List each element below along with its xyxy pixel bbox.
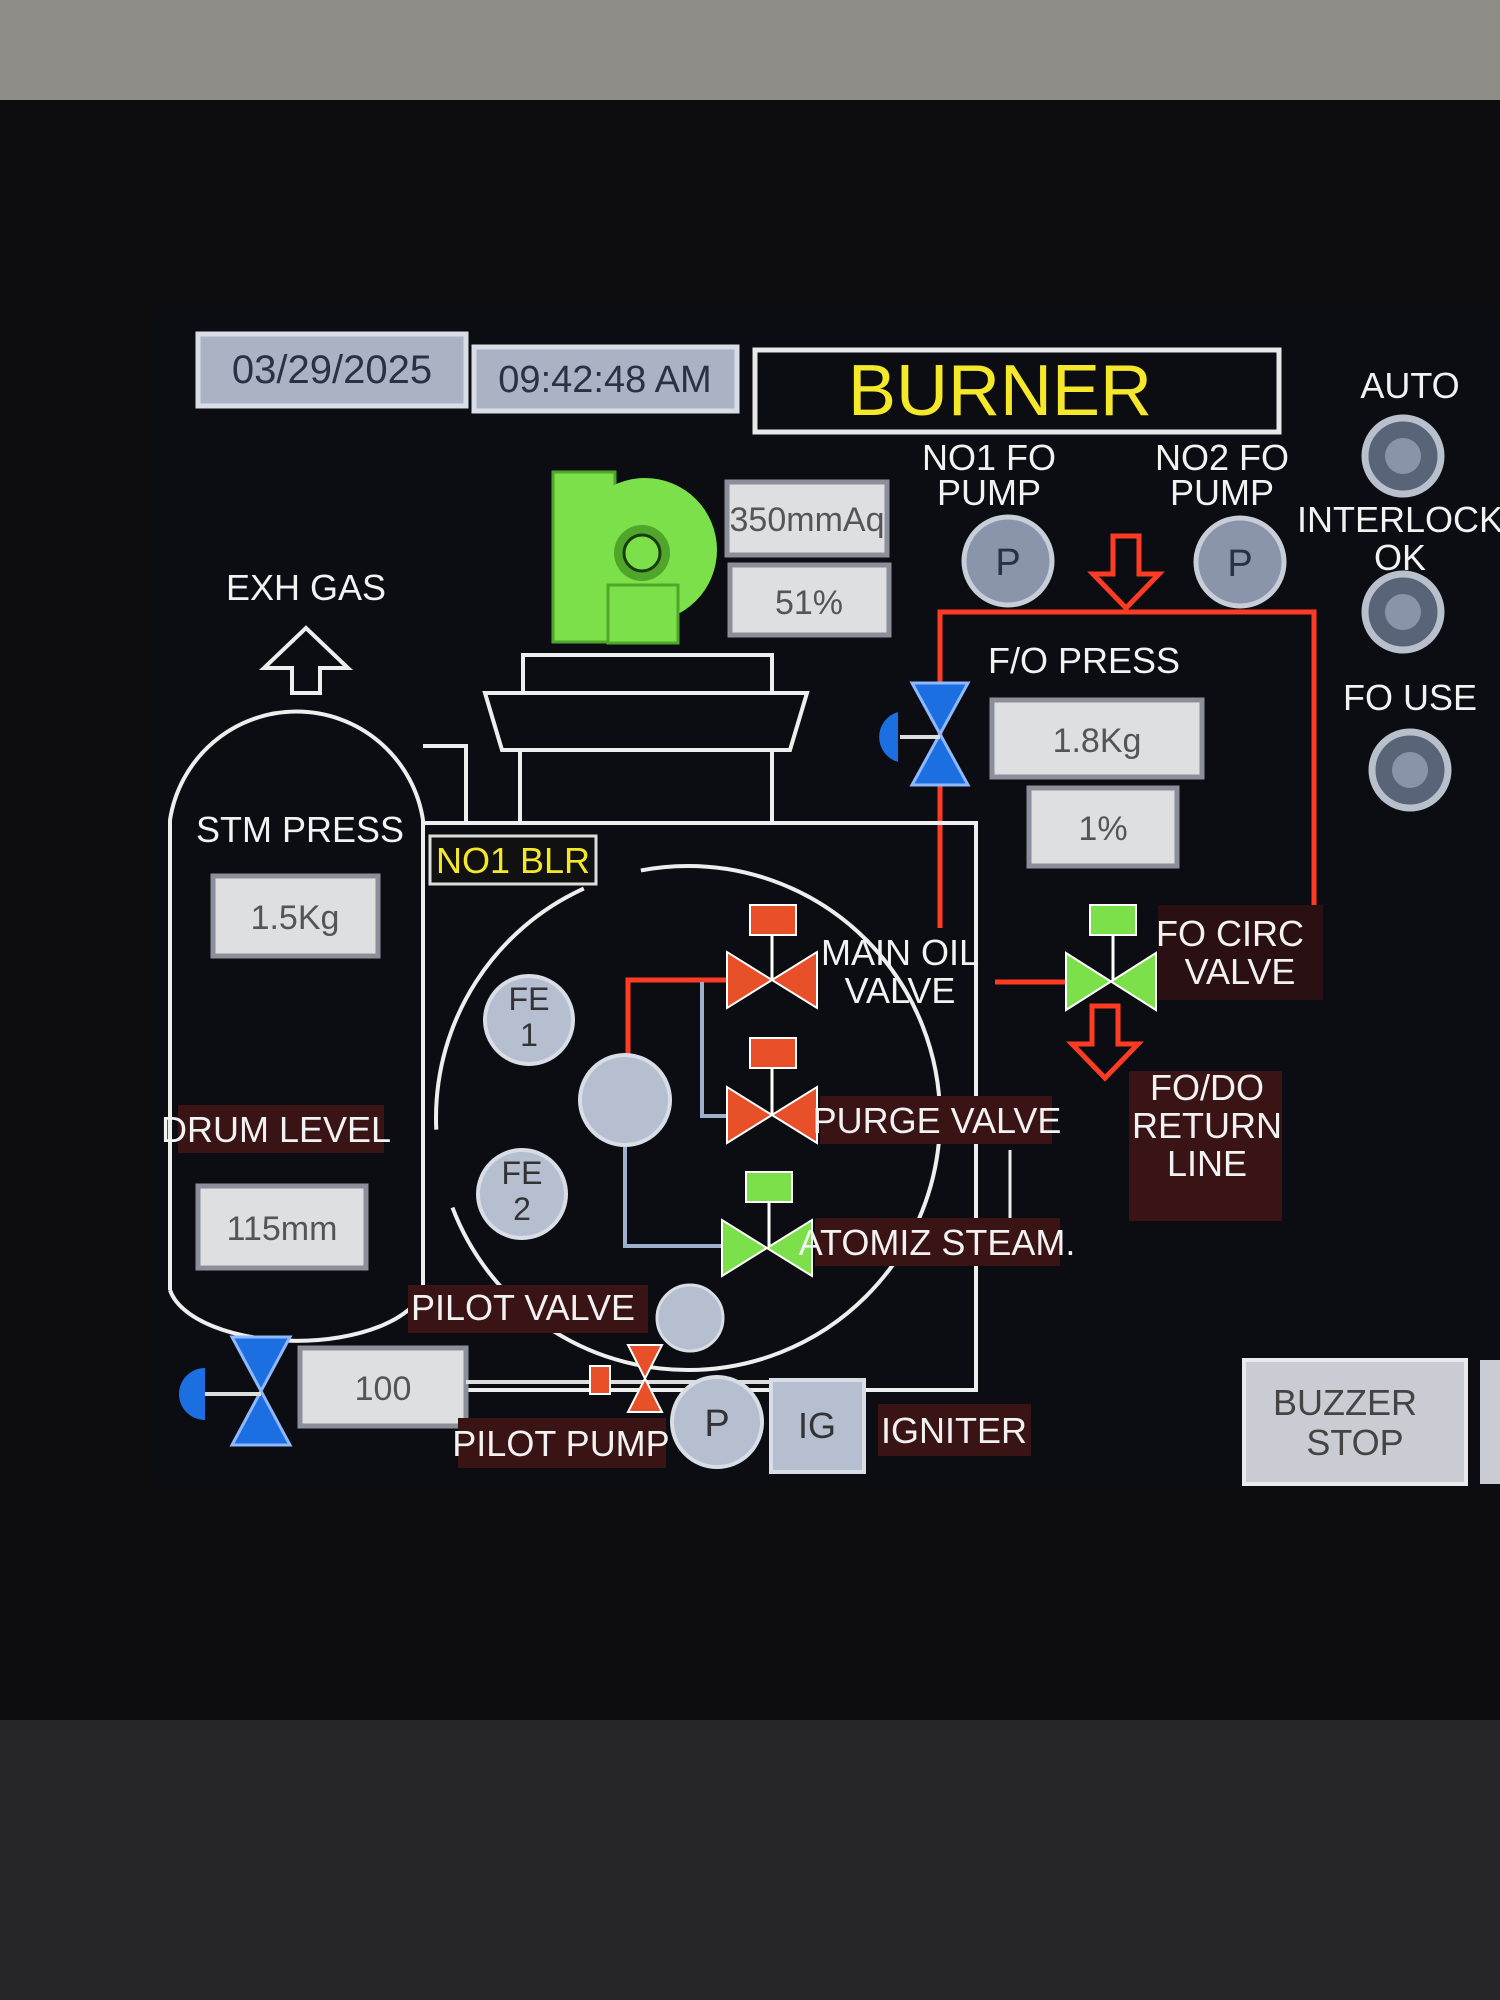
- no1-fo-pump[interactable]: P: [961, 514, 1055, 608]
- atomiz-label-bg: [815, 1218, 1060, 1266]
- no2-fo-pump[interactable]: P: [1193, 515, 1287, 609]
- flame-eye-2: FE 2: [476, 1148, 568, 1240]
- fo-circ-label-2: VALVE: [1185, 951, 1296, 992]
- stm-press-label: STM PRESS: [196, 809, 404, 850]
- fo-circ-label: FO CIRC: [1156, 913, 1304, 954]
- fo-press-value: 1.8Kg: [1053, 722, 1142, 760]
- pilot-valve-label: PILOT VALVE: [411, 1287, 635, 1328]
- igniter-symbol: IG: [798, 1405, 836, 1446]
- return-line-label-3: LINE: [1167, 1143, 1247, 1184]
- pump-symbol: P: [1227, 543, 1252, 585]
- no1-pump-label: NO1 FO: [922, 437, 1056, 478]
- burner-icon: [578, 1053, 672, 1147]
- fo-press-display: 1.8Kg: [989, 697, 1205, 780]
- fo-use-lamp[interactable]: [1368, 728, 1452, 812]
- pilot-pump[interactable]: P: [670, 1375, 764, 1469]
- pilot-valve[interactable]: [589, 1344, 664, 1413]
- igniter-label-bg: [878, 1404, 1031, 1456]
- buzzer-label-2: STOP: [1306, 1422, 1403, 1463]
- feed-valve-display: 100: [297, 1345, 469, 1429]
- drum-level-display: 115mm: [195, 1183, 369, 1271]
- return-line-label-2: RETURN: [1132, 1105, 1282, 1146]
- buzzer-stop-button[interactable]: BUZZER STOP: [1242, 1358, 1468, 1486]
- feed-valve-value: 100: [355, 1370, 412, 1408]
- return-line-label-bg: [1129, 1071, 1282, 1221]
- return-arrow-icon: [1066, 1003, 1144, 1082]
- fo-valve-open-display: 1%: [1026, 785, 1180, 869]
- drum-level-value: 115mm: [227, 1210, 338, 1248]
- drum-level-label: DRUM LEVEL: [161, 1109, 391, 1150]
- pilot-valve-label-bg: [408, 1285, 648, 1333]
- atomiz-steam-label: ATOMIZ STEAM.: [799, 1222, 1076, 1263]
- page-title: BURNER: [848, 351, 1152, 431]
- stm-press-display: 1.5Kg: [210, 873, 381, 959]
- pilot-pump-label: PILOT PUMP: [452, 1423, 669, 1464]
- fe1-num: 1: [520, 1017, 538, 1053]
- fan-damper-value: 51%: [775, 584, 843, 622]
- auto-lamp[interactable]: [1361, 414, 1445, 498]
- no1-pump-label-2: PUMP: [937, 472, 1041, 513]
- fo-use-label: FO USE: [1343, 677, 1477, 718]
- fo-press-label: F/O PRESS: [988, 640, 1180, 681]
- time-display: 09:42:48 AM: [471, 344, 740, 414]
- feed-valve-icon[interactable]: [179, 1335, 293, 1447]
- drum-level-label-bg: [178, 1105, 384, 1153]
- igniter-label: IGNITER: [881, 1410, 1027, 1451]
- time-text: 09:42:48 AM: [498, 359, 711, 401]
- auto-label: AUTO: [1360, 365, 1459, 406]
- return-line-label: FO/DO: [1150, 1067, 1264, 1108]
- air-steam-pipes: [623, 982, 727, 1248]
- fe1-text: FE: [509, 981, 550, 1017]
- pilot-burner-icon: [655, 1283, 725, 1353]
- panel-below: [0, 1720, 1500, 2000]
- fo-supply-arrow-icon: [1087, 533, 1165, 612]
- fo-circ-valve[interactable]: [1065, 904, 1157, 1012]
- pilot-pump-label-bg: [458, 1418, 666, 1468]
- boiler-name-tag: NO1 BLR: [428, 834, 598, 886]
- boiler-name: NO1 BLR: [436, 840, 590, 881]
- fo-valve-open-value: 1%: [1078, 810, 1127, 848]
- exhaust-arrow-icon: [259, 625, 353, 695]
- purge-valve-label: PURGE VALVE: [813, 1100, 1062, 1141]
- fe2-num: 2: [513, 1191, 531, 1227]
- no2-pump-label-2: PUMP: [1170, 472, 1274, 513]
- fan-pressure-display: 350mmAq: [724, 479, 890, 558]
- main-oil-valve[interactable]: [726, 904, 818, 1010]
- purge-label-bg: [820, 1096, 1052, 1144]
- date-display: 03/29/2025: [195, 331, 469, 409]
- exh-gas-label: EXH GAS: [226, 567, 386, 608]
- date-text: 03/29/2025: [232, 348, 432, 392]
- flame-eye-1: FE 1: [483, 974, 575, 1066]
- pump-symbol: P: [995, 542, 1020, 584]
- fe2-text: FE: [502, 1155, 543, 1191]
- title-box: BURNER: [752, 347, 1282, 435]
- steam-drum: [168, 709, 425, 1343]
- atomiz-steam-valve[interactable]: [721, 1171, 813, 1278]
- wall: [0, 0, 1500, 110]
- pump-symbol: P: [704, 1403, 729, 1445]
- purge-valve[interactable]: [726, 1037, 818, 1145]
- buzzer-label: BUZZER: [1273, 1382, 1417, 1423]
- main-oil-valve-label-2: VALVE: [845, 970, 956, 1011]
- igniter[interactable]: IG: [769, 1378, 866, 1474]
- interlock-label: INTERLOCK: [1297, 499, 1500, 540]
- fan-icon[interactable]: [551, 470, 717, 645]
- next-button-edge[interactable]: [1480, 1360, 1500, 1484]
- fan-pressure-value: 350mmAq: [730, 501, 885, 539]
- fo-circ-label-bg: [1158, 905, 1323, 1000]
- stm-press-value: 1.5Kg: [251, 899, 340, 937]
- no2-pump-label: NO2 FO: [1155, 437, 1289, 478]
- fan-damper-display: 51%: [727, 562, 892, 638]
- interlock-lamp[interactable]: [1361, 570, 1445, 654]
- fo-control-valve-icon[interactable]: [879, 681, 971, 787]
- main-oil-valve-label: MAIN OIL: [821, 932, 979, 973]
